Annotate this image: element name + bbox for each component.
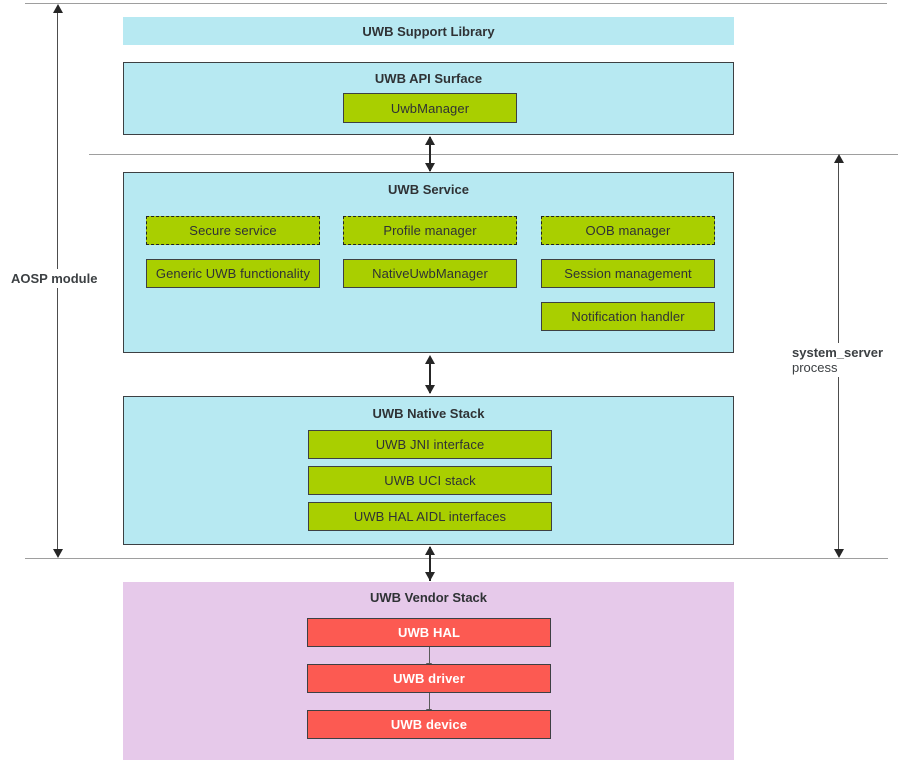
system-server-span-arrow-up-icon — [834, 154, 844, 163]
aosp-module-label: AOSP module — [7, 269, 102, 288]
connector-native-to-vendor-arrow-up-icon — [425, 546, 435, 555]
connector-api-to-service-line — [429, 137, 431, 171]
node-uwb-jni-interface[interactable]: UWB JNI interface — [308, 430, 552, 459]
node-uwb-hal[interactable]: UWB HAL — [307, 618, 551, 647]
node-uwb-hal-aidl-interfaces[interactable]: UWB HAL AIDL interfaces — [308, 502, 552, 531]
boundary-rule-bottom — [25, 558, 888, 559]
section-title-uwb-service: UWB Service — [388, 182, 469, 197]
node-generic-uwb-functionality[interactable]: Generic UWB functionality — [146, 259, 320, 288]
section-vendor-stack: UWB Vendor Stack UWB HAL UWB driver UWB … — [123, 582, 734, 760]
aosp-span-arrow-down-icon — [53, 549, 63, 558]
section-title-vendor-stack: UWB Vendor Stack — [369, 590, 488, 605]
section-api-surface: UWB API Surface UwbManager — [123, 62, 734, 135]
section-title-api-surface: UWB API Surface — [374, 71, 483, 86]
node-uwb-driver[interactable]: UWB driver — [307, 664, 551, 693]
connector-service-to-native-arrow-up-icon — [425, 355, 435, 364]
connector-api-to-service-arrow-down-icon — [425, 163, 435, 172]
system-server-label-line1: system_server — [792, 345, 884, 360]
connector-hal-to-driver-line — [429, 647, 430, 665]
system-server-label: system_server process — [789, 343, 887, 377]
connector-service-to-native-line — [429, 357, 431, 393]
node-uwb-uci-stack[interactable]: UWB UCI stack — [308, 466, 552, 495]
aosp-span-arrow-up-icon — [53, 4, 63, 13]
connector-driver-to-device-line — [429, 693, 430, 711]
system-server-label-line2: process — [792, 360, 838, 375]
connector-api-to-service-arrow-up-icon — [425, 136, 435, 145]
node-session-management[interactable]: Session management — [541, 259, 715, 288]
boundary-rule-api-service — [89, 154, 898, 155]
node-profile-manager[interactable]: Profile manager — [343, 216, 517, 245]
boundary-rule-top — [25, 3, 887, 4]
section-native-stack: UWB Native Stack UWB JNI interface UWB U… — [123, 396, 734, 545]
connector-service-to-native-arrow-down-icon — [425, 385, 435, 394]
node-notification-handler[interactable]: Notification handler — [541, 302, 715, 331]
section-support-library: UWB Support Library — [123, 17, 734, 45]
node-secure-service[interactable]: Secure service — [146, 216, 320, 245]
section-title-native-stack: UWB Native Stack — [372, 406, 485, 421]
node-uwb-device[interactable]: UWB device — [307, 710, 551, 739]
node-uwb-manager[interactable]: UwbManager — [343, 93, 517, 123]
node-oob-manager[interactable]: OOB manager — [541, 216, 715, 245]
section-title-support-library: UWB Support Library — [362, 24, 495, 39]
aosp-module-label-text: AOSP module — [11, 271, 98, 286]
section-uwb-service: UWB Service Secure service Profile manag… — [123, 172, 734, 353]
system-server-span-arrow-down-icon — [834, 549, 844, 558]
node-native-uwb-manager[interactable]: NativeUwbManager — [343, 259, 517, 288]
connector-native-to-vendor-arrow-down-icon — [425, 572, 435, 581]
connector-native-to-vendor-line — [429, 547, 431, 581]
